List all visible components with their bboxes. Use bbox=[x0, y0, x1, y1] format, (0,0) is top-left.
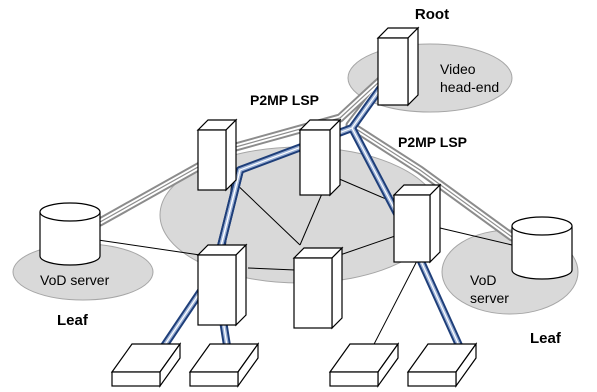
leaf-device bbox=[406, 342, 478, 388]
root-node bbox=[376, 26, 420, 107]
leaf-label-right: Leaf bbox=[530, 330, 562, 347]
p2mp-lsp-label-left: P2MP LSP bbox=[250, 92, 319, 108]
router-lower-left bbox=[196, 243, 248, 327]
router-right bbox=[392, 183, 442, 264]
router-upper-left bbox=[196, 118, 238, 192]
leaf-device bbox=[188, 342, 260, 388]
mesh-link bbox=[439, 227, 513, 246]
mesh-link bbox=[339, 234, 399, 256]
leaf-device bbox=[328, 342, 400, 388]
vod-server-left-cylinder bbox=[39, 202, 101, 266]
vod-server-left-label: VoD server bbox=[40, 272, 110, 288]
vod-server-right-cylinder bbox=[511, 216, 573, 280]
leaf-label-left: Leaf bbox=[57, 312, 89, 329]
mesh-link bbox=[97, 239, 201, 256]
p2mp-lsp-label-right: P2MP LSP bbox=[398, 134, 467, 150]
router-center-top bbox=[298, 118, 342, 197]
root-label: Root bbox=[415, 6, 449, 23]
vod-server-right-label-line2: server bbox=[470, 290, 509, 306]
router-center-bottom bbox=[292, 246, 344, 330]
mesh-link bbox=[247, 267, 296, 271]
video-headend-label-line1: Video bbox=[440, 61, 476, 77]
vod-server-right-label-line1: VoD bbox=[470, 272, 496, 288]
leaf-device bbox=[110, 342, 182, 388]
video-headend-label-line2: head-end bbox=[440, 79, 499, 95]
mesh-link bbox=[231, 179, 301, 246]
mesh-link bbox=[369, 254, 421, 353]
